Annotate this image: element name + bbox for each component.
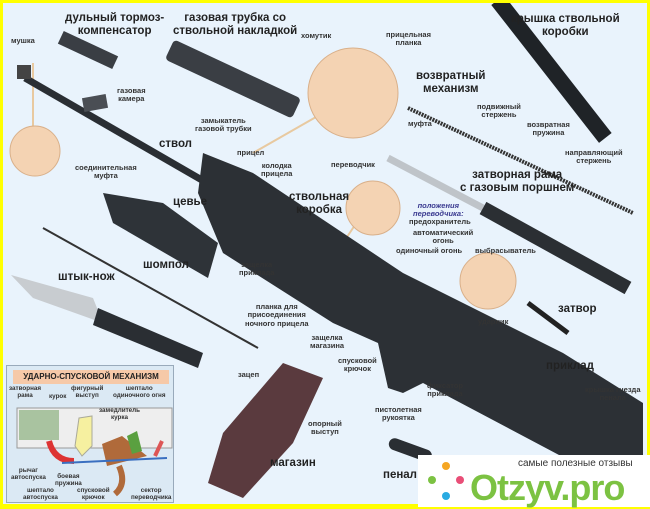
poster: дульный тормоз- компенсатор газовая труб…: [3, 3, 647, 504]
label-gas-tube: газовая трубка со ствольной накладкой: [173, 12, 298, 38]
label-single-fire: одиночный огонь: [396, 246, 463, 255]
label-muzzle-brake: дульный тормоз- компенсатор: [65, 12, 165, 38]
gas-chamber-part: [81, 94, 109, 112]
receiver-cover-part: [491, 3, 612, 143]
watermark-tagline: самые полезные отзывы: [518, 458, 633, 469]
label-recoil-mechanism: возвратный механизм: [416, 70, 486, 96]
inset-label-single-sear: шептало одиночного огня: [113, 385, 166, 399]
label-front-sight: мушка: [11, 36, 35, 45]
label-cleaning-rod: шомпол: [143, 259, 189, 271]
label-selector-positions: положения переводчика:: [413, 201, 464, 218]
rifle-body: [198, 153, 643, 478]
label-handguard: цевье: [173, 196, 208, 208]
muzzle-brake-part: [57, 30, 119, 70]
inset-label-auto-sear: шептало автоспуска: [23, 487, 58, 501]
magazine-part: [208, 363, 323, 498]
inset-label-hammer-retarder: замедлитель курка: [99, 407, 141, 421]
watermark: самые полезные отзывы Otzyv.pro: [418, 455, 650, 508]
label-receiver-cover: крышка ствольной коробки: [511, 13, 620, 39]
otzyv-logo-icon: [428, 462, 464, 500]
label-movable-rod: подвижный стержень: [477, 102, 521, 120]
label-stock-lock: фиксатор приклада: [427, 381, 463, 399]
label-safe: предохранитель: [409, 217, 471, 226]
label-clamp: хомутик: [301, 31, 332, 40]
trigger-mechanism-inset: УДАРНО-СПУСКОВОЙ МЕХАНИЗМ затворная рама…: [6, 365, 174, 503]
label-sleeve: муфта: [408, 119, 432, 128]
label-gas-chamber: газовая камера: [117, 86, 146, 104]
bolt-part: [526, 301, 570, 335]
front-sight-detail-circle: [9, 125, 61, 177]
label-receiver: ствольная коробка: [289, 191, 350, 217]
label-pistol-grip: пистолетная рукоятка: [375, 405, 422, 423]
inset-label-selector-sector: сектор переводчика: [131, 487, 172, 501]
inset-label-trigger: спусковой крючок: [77, 487, 110, 501]
label-magazine: магазин: [270, 457, 316, 469]
label-rear-sight: прицел: [237, 148, 265, 157]
label-hook: зацеп: [238, 370, 260, 379]
bolt-detail-circle: [459, 252, 517, 310]
sight-detail-circle: [307, 47, 399, 139]
rifle-parts-illustration: [9, 3, 643, 498]
label-bayonet: штык-нож: [58, 271, 115, 283]
label-bolt-carrier: затворная рама с газовым поршнем: [460, 169, 575, 195]
inset-label-shaped-lug: фигурный выступ: [71, 385, 104, 399]
handguard-part: [103, 193, 218, 278]
label-stock-latch: защелка приклада: [239, 260, 275, 278]
bayonet-part: [11, 275, 203, 368]
selector-detail-circle: [345, 180, 401, 236]
label-bolt: затвор: [558, 303, 597, 315]
barrel: [17, 65, 235, 202]
label-gas-tube-lock: замыкатель газовой трубки: [195, 116, 252, 134]
label-night-sight-rail: планка для присоединения ночного прицела: [245, 302, 309, 328]
label-selector: переводчик: [331, 160, 375, 169]
label-sight-leaf: прицельная планка: [386, 30, 431, 48]
label-case: пенал: [383, 469, 417, 481]
label-coupling: соединительная муфта: [75, 163, 137, 181]
cleaning-rod-part: [42, 227, 259, 349]
inset-label-mainspring: боевая пружина: [55, 473, 82, 487]
label-ejector: выбрасыватель: [475, 246, 536, 255]
label-barrel: ствол: [159, 138, 192, 150]
trigger-mechanism-illustration: [16, 407, 173, 497]
label-recoil-spring: возвратная пружина: [527, 120, 570, 138]
label-magazine-latch: защелка магазина: [310, 333, 345, 351]
label-sight-block: колодка прицела: [261, 161, 293, 179]
label-trigger: спусковой крючок: [338, 356, 377, 374]
label-firing-pin: ударник: [478, 317, 509, 326]
inset-title: УДАРНО-СПУСКОВОЙ МЕХАНИЗМ: [13, 370, 169, 384]
bolt-carrier-part: [386, 154, 632, 295]
label-stock: приклад: [546, 360, 594, 372]
label-case-cover: крышка гнезда пенала: [585, 385, 641, 403]
label-support-lug: опорный выступ: [308, 419, 342, 437]
watermark-brand: Otzyv.pro: [470, 467, 625, 508]
label-auto-fire: автоматический огонь: [413, 228, 474, 246]
gas-tube-part: [166, 40, 300, 118]
recoil-spring-part: [407, 106, 634, 215]
label-guide-rod: направляющий стержень: [565, 148, 623, 166]
inset-label-auto-lever: рычаг автоспуска: [11, 467, 46, 481]
inset-label-bolt-carrier: затворная рама: [9, 385, 42, 399]
inset-label-hammer: курок: [49, 393, 67, 400]
